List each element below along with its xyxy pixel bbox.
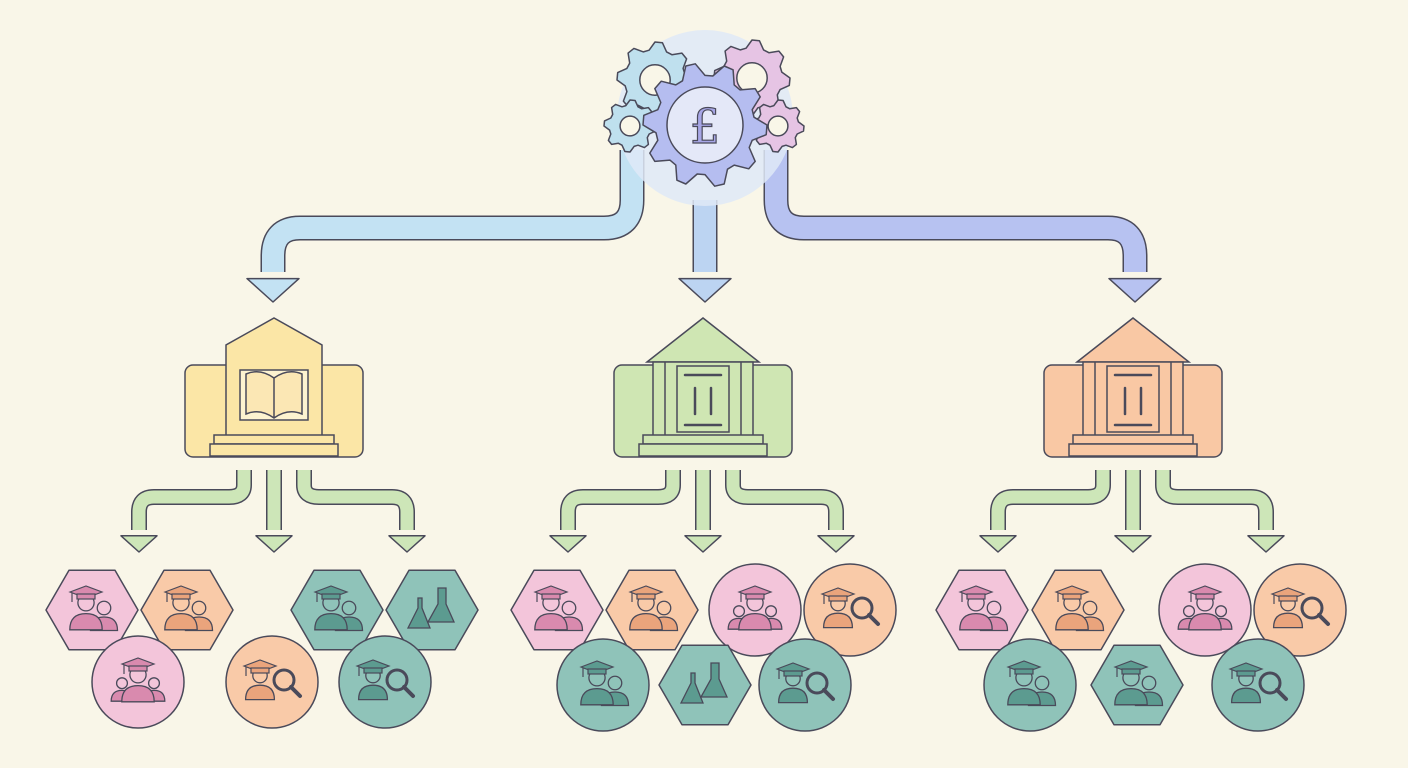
graduate-search-icon bbox=[820, 587, 880, 629]
arrow-to-recipients-right bbox=[1155, 470, 1285, 553]
graduate-pair-icon bbox=[958, 585, 1009, 632]
arrow-to-recipients-right bbox=[296, 470, 426, 553]
graduate-pair-icon bbox=[68, 585, 119, 632]
graduate-pair-icon bbox=[163, 585, 214, 632]
graduate-group-icon bbox=[1177, 585, 1233, 631]
arrow-to-center-institution bbox=[678, 200, 732, 303]
recipient-node bbox=[556, 638, 650, 732]
recipient-node bbox=[140, 569, 234, 651]
graduate-pair-icon bbox=[1054, 585, 1105, 632]
graduate-pair-icon bbox=[579, 660, 630, 707]
recipient-group-2 bbox=[510, 563, 897, 732]
circle-badge bbox=[556, 638, 650, 732]
hexagon-badge bbox=[658, 644, 752, 726]
circle-badge bbox=[338, 635, 432, 729]
arrow-to-recipients-left bbox=[120, 470, 252, 553]
arrow-to-recipients-center bbox=[1114, 470, 1152, 553]
step bbox=[642, 434, 764, 445]
arrow-to-recipients-right bbox=[725, 470, 855, 553]
graduate-search-icon bbox=[355, 659, 415, 701]
recipient-node bbox=[935, 569, 1029, 651]
arrow-to-recipients-left bbox=[979, 470, 1111, 553]
circle-badge bbox=[983, 638, 1077, 732]
recipient-node bbox=[1211, 638, 1305, 732]
recipient-node bbox=[510, 569, 604, 651]
graduate-pair-icon bbox=[1113, 660, 1164, 707]
bank-building-icon bbox=[676, 365, 730, 433]
graduate-group-icon bbox=[727, 585, 783, 631]
graduate-search-icon bbox=[1270, 587, 1330, 629]
recipient-group-1 bbox=[45, 569, 479, 729]
circle-badge bbox=[758, 638, 852, 732]
recipients-layer bbox=[45, 563, 1347, 732]
recipient-node bbox=[1090, 644, 1184, 726]
graduate-search-icon bbox=[242, 659, 302, 701]
library-book-icon bbox=[239, 369, 309, 421]
institution-2 bbox=[613, 317, 793, 458]
arrow-to-right-institution bbox=[763, 150, 1162, 303]
graduate-pair-icon bbox=[628, 585, 679, 632]
graduate-pair-icon bbox=[533, 585, 584, 632]
flasks-icon bbox=[406, 587, 456, 629]
circle-badge bbox=[1253, 563, 1347, 657]
recipient-node bbox=[1031, 569, 1125, 651]
graduate-pair-icon bbox=[1006, 660, 1057, 707]
recipient-node bbox=[605, 569, 699, 651]
circle-badge bbox=[708, 563, 802, 657]
graduate-search-icon bbox=[775, 662, 835, 704]
graduate-pair-icon bbox=[313, 585, 364, 632]
institution-3 bbox=[1043, 317, 1223, 458]
recipient-node bbox=[338, 635, 432, 729]
arrows-layer bbox=[120, 150, 1285, 553]
recipient-node bbox=[225, 635, 319, 729]
recipient-group-3 bbox=[935, 563, 1347, 732]
gear-small-blue-icon bbox=[603, 99, 657, 153]
institution-1 bbox=[184, 317, 364, 458]
recipient-node bbox=[708, 563, 802, 657]
arrow-to-recipients-center bbox=[684, 470, 722, 553]
institutions-layer bbox=[184, 317, 1223, 458]
step bbox=[209, 443, 339, 457]
recipient-node bbox=[91, 635, 185, 729]
step bbox=[1068, 443, 1198, 457]
arrow-to-left-institution bbox=[246, 150, 645, 303]
gear-small-pink-icon bbox=[751, 99, 805, 153]
recipient-node bbox=[290, 569, 384, 651]
recipient-node bbox=[983, 638, 1077, 732]
root-funding-node: £ bbox=[603, 30, 805, 206]
recipient-node bbox=[658, 644, 752, 726]
bank-building-icon bbox=[1106, 365, 1160, 433]
graduate-search-icon bbox=[1228, 662, 1288, 704]
recipient-node bbox=[1253, 563, 1347, 657]
circle-badge bbox=[225, 635, 319, 729]
recipient-node bbox=[803, 563, 897, 657]
recipient-node bbox=[758, 638, 852, 732]
circle-badge bbox=[91, 635, 185, 729]
circle-badge bbox=[803, 563, 897, 657]
flasks-icon bbox=[679, 662, 729, 704]
circle-badge bbox=[1211, 638, 1305, 732]
step bbox=[638, 443, 768, 457]
recipient-node bbox=[1158, 563, 1252, 657]
graduate-group-icon bbox=[110, 657, 166, 703]
circle-badge bbox=[1158, 563, 1252, 657]
step bbox=[1072, 434, 1194, 445]
arrow-to-recipients-center bbox=[255, 470, 293, 553]
recipient-node bbox=[45, 569, 139, 651]
arrow-to-recipients-left bbox=[549, 470, 681, 553]
pound-symbol-icon: £ bbox=[690, 99, 721, 155]
step bbox=[213, 434, 335, 445]
pound-coin bbox=[666, 86, 744, 164]
